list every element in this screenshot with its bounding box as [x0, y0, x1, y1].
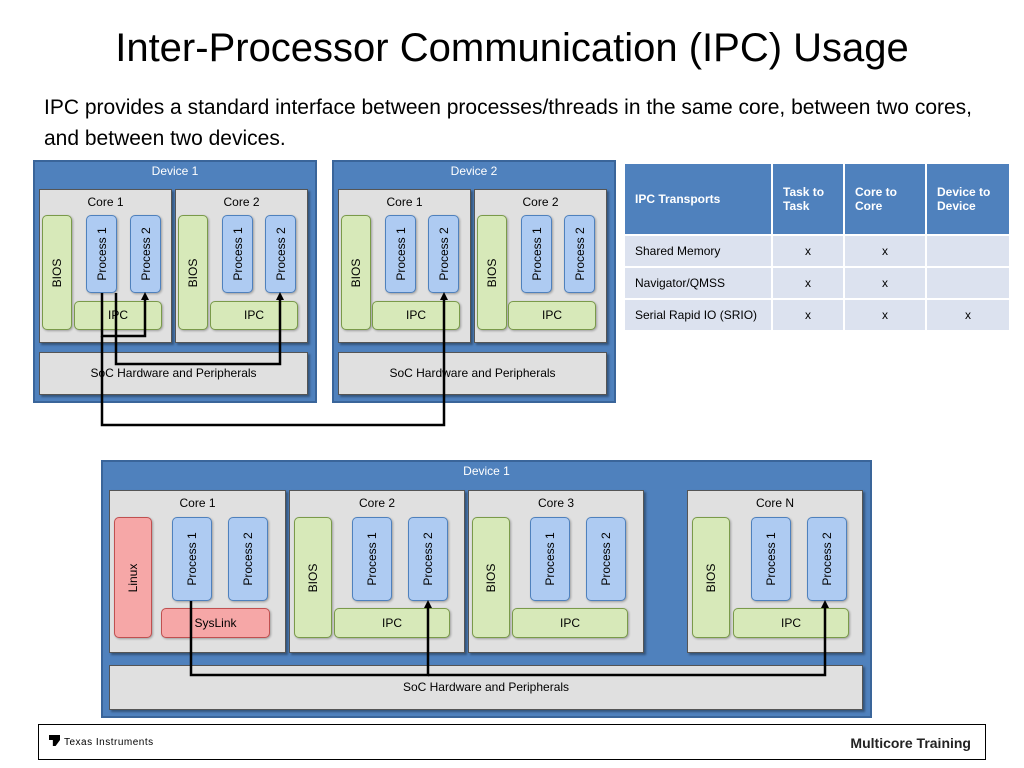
- soc-block: SoC Hardware and Peripherals: [39, 352, 308, 395]
- process-2-block: Process 2: [130, 215, 161, 293]
- bios-block: BIOS: [178, 215, 208, 330]
- slide-subtitle: IPC provides a standard interface betwee…: [44, 96, 972, 150]
- footer-title: Multicore Training: [850, 735, 971, 751]
- process-2-block: Process 2: [228, 517, 268, 601]
- ipc-block: IPC: [733, 608, 849, 638]
- process-2-block: Process 2: [586, 517, 626, 601]
- table-row: Serial Rapid IO (SRIO) x x x: [623, 298, 1011, 332]
- ipc-block: IPC: [512, 608, 628, 638]
- table-cell: x: [843, 234, 927, 268]
- table-header: IPC Transports: [623, 162, 773, 236]
- core-label: Core 2: [223, 195, 260, 209]
- table-cell: x: [771, 266, 845, 300]
- ti-logo-icon: [49, 735, 60, 746]
- arrow-core-to-core: [114, 292, 284, 366]
- table-row: Shared Memory x x: [623, 234, 1011, 268]
- arrow-task-to-task: [100, 292, 149, 338]
- footer-bar: Texas Instruments Multicore Training: [38, 724, 986, 760]
- slide-title: Inter-Processor Communication (IPC) Usag…: [115, 26, 909, 70]
- process-1-block: Process 1: [222, 215, 253, 293]
- table-cell: x: [843, 266, 927, 300]
- table-row: Navigator/QMSS x x: [623, 266, 1011, 300]
- table-header: Device to Device: [925, 162, 1011, 236]
- table-cell: x: [925, 298, 1011, 332]
- device-label: Device 2: [450, 164, 498, 178]
- table-header-row: IPC Transports Task to Task Core to Core…: [623, 162, 1011, 236]
- bios-block: BIOS: [692, 517, 730, 638]
- process-1-block: Process 1: [86, 215, 117, 293]
- core-label: Core 1: [386, 195, 423, 209]
- bios-block: BIOS: [472, 517, 510, 638]
- bios-block: BIOS: [42, 215, 72, 330]
- process-2-block: Process 2: [408, 517, 448, 601]
- table-cell: [925, 266, 1011, 300]
- process-1-block: Process 1: [530, 517, 570, 601]
- arrow-bottom-core-2: [189, 600, 432, 677]
- linux-block: Linux: [114, 517, 152, 638]
- table-cell: x: [771, 234, 845, 268]
- arrow-bottom-core-n: [428, 600, 829, 677]
- core-label: Core 1: [87, 195, 124, 209]
- core-label: Core 3: [537, 496, 575, 510]
- ipc-transports-table: IPC Transports Task to Task Core to Core…: [623, 162, 1011, 332]
- ti-logo: Texas Instruments: [49, 735, 154, 748]
- syslink-block: SysLink: [161, 608, 270, 638]
- process-1-block: Process 1: [352, 517, 392, 601]
- table-cell: Serial Rapid IO (SRIO): [623, 298, 773, 332]
- soc-block: SoC Hardware and Peripherals: [338, 352, 607, 395]
- process-2-block: Process 2: [265, 215, 296, 293]
- process-1-block: Process 1: [751, 517, 791, 601]
- process-1-block: Process 1: [385, 215, 416, 293]
- table-cell: x: [771, 298, 845, 332]
- ipc-block: IPC: [372, 301, 460, 330]
- table-cell: Navigator/QMSS: [623, 266, 773, 300]
- core-label: Core N: [755, 496, 794, 510]
- bios-block: BIOS: [294, 517, 332, 638]
- core-label: Core 2: [358, 496, 396, 510]
- ipc-block: IPC: [74, 301, 162, 330]
- table-cell: [925, 234, 1011, 268]
- process-2-block: Process 2: [428, 215, 459, 293]
- core-label: Core 1: [179, 496, 216, 510]
- ipc-block: IPC: [210, 301, 298, 330]
- arrow-device-to-device: [100, 292, 448, 427]
- device-label: Device 1: [151, 164, 199, 178]
- ipc-block: IPC: [334, 608, 450, 638]
- soc-block: SoC Hardware and Peripherals: [109, 665, 863, 710]
- ipc-block: IPC: [508, 301, 596, 330]
- process-2-block: Process 2: [564, 215, 595, 293]
- table-cell: Shared Memory: [623, 234, 773, 268]
- device-label: Device 1: [463, 464, 510, 478]
- core-label: Core 2: [522, 195, 559, 209]
- table-header: Task to Task: [771, 162, 845, 236]
- process-1-block: Process 1: [172, 517, 212, 601]
- bios-block: BIOS: [341, 215, 371, 330]
- bios-block: BIOS: [477, 215, 507, 330]
- process-1-block: Process 1: [521, 215, 552, 293]
- table-cell: x: [843, 298, 927, 332]
- table-header: Core to Core: [843, 162, 927, 236]
